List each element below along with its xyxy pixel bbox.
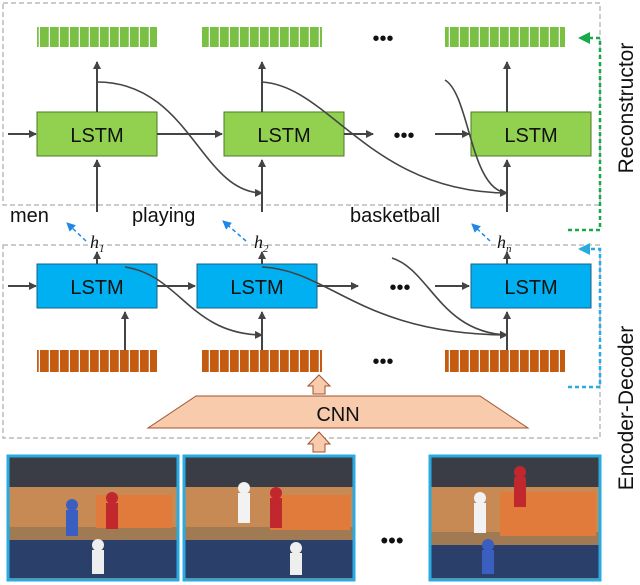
reconstruct-feature-3: [445, 27, 565, 47]
encoder-attention-curves: [124, 257, 508, 339]
encoder-lstm-2-label: LSTM: [230, 277, 283, 299]
feature-ellipsis-icon: •••: [372, 351, 393, 373]
frame-feature-2: [202, 350, 322, 372]
cnn-block: [146, 395, 530, 429]
reconstruct-attention-curves: [96, 79, 508, 197]
encoder-decoder-boundary: [2, 244, 601, 439]
reconstructor-label: Reconstructor: [615, 43, 638, 174]
cnn-label: CNN: [316, 404, 359, 426]
cnn-to-feature-arrow: [306, 374, 332, 395]
word-2: playing: [132, 205, 195, 227]
encoder-lstm-3: [470, 263, 592, 309]
frames-ellipsis-icon: •••: [380, 528, 403, 553]
reconstruct-lstm-3: [470, 111, 592, 157]
reconstruct-feature-2: [202, 27, 322, 47]
reconstruct-lstm-1-label: LSTM: [70, 125, 123, 147]
word-1: men: [10, 205, 49, 227]
hidden-state-1: h1: [90, 232, 105, 255]
reconstruct-connector: [568, 32, 602, 232]
decode-connector: [568, 243, 602, 389]
hidden-state-2: h2: [254, 232, 269, 255]
frame-feature-1: [37, 350, 157, 372]
reconstruct-ellipsis-icon: •••: [393, 125, 414, 147]
encoder-lstm-1: [36, 263, 158, 309]
reconstruct-lstm-1: [36, 111, 158, 157]
encoder-lstm-3-label: LSTM: [504, 277, 557, 299]
reconstruct-lstm-3-label: LSTM: [504, 125, 557, 147]
encoder-ellipsis-icon: •••: [389, 277, 410, 299]
video-frame-3: [428, 454, 602, 582]
encoder-lstm-1-label: LSTM: [70, 277, 123, 299]
encoder-decoder-label: Encoder-Decoder: [615, 326, 638, 491]
video-frame-2: [182, 454, 356, 582]
video-frame-1: [6, 454, 180, 582]
frame-feature-3: [445, 350, 565, 372]
dotted-arrow-icon: [66, 220, 491, 242]
reconstruct-input-arrows: [93, 159, 511, 212]
reconstruct-lstm-2-label: LSTM: [257, 125, 310, 147]
encoder-hidden-arrows: [93, 251, 511, 264]
reconstruct-output-arrows: [93, 61, 511, 112]
ellipsis-icon: •••: [372, 28, 393, 50]
word-3: basketball: [350, 205, 440, 227]
reconstruct-feature-1: [37, 27, 157, 47]
hidden-state-3: hn: [497, 232, 512, 255]
encoder-lstm-2: [196, 263, 318, 309]
frames-to-cnn-arrow: [306, 431, 332, 453]
